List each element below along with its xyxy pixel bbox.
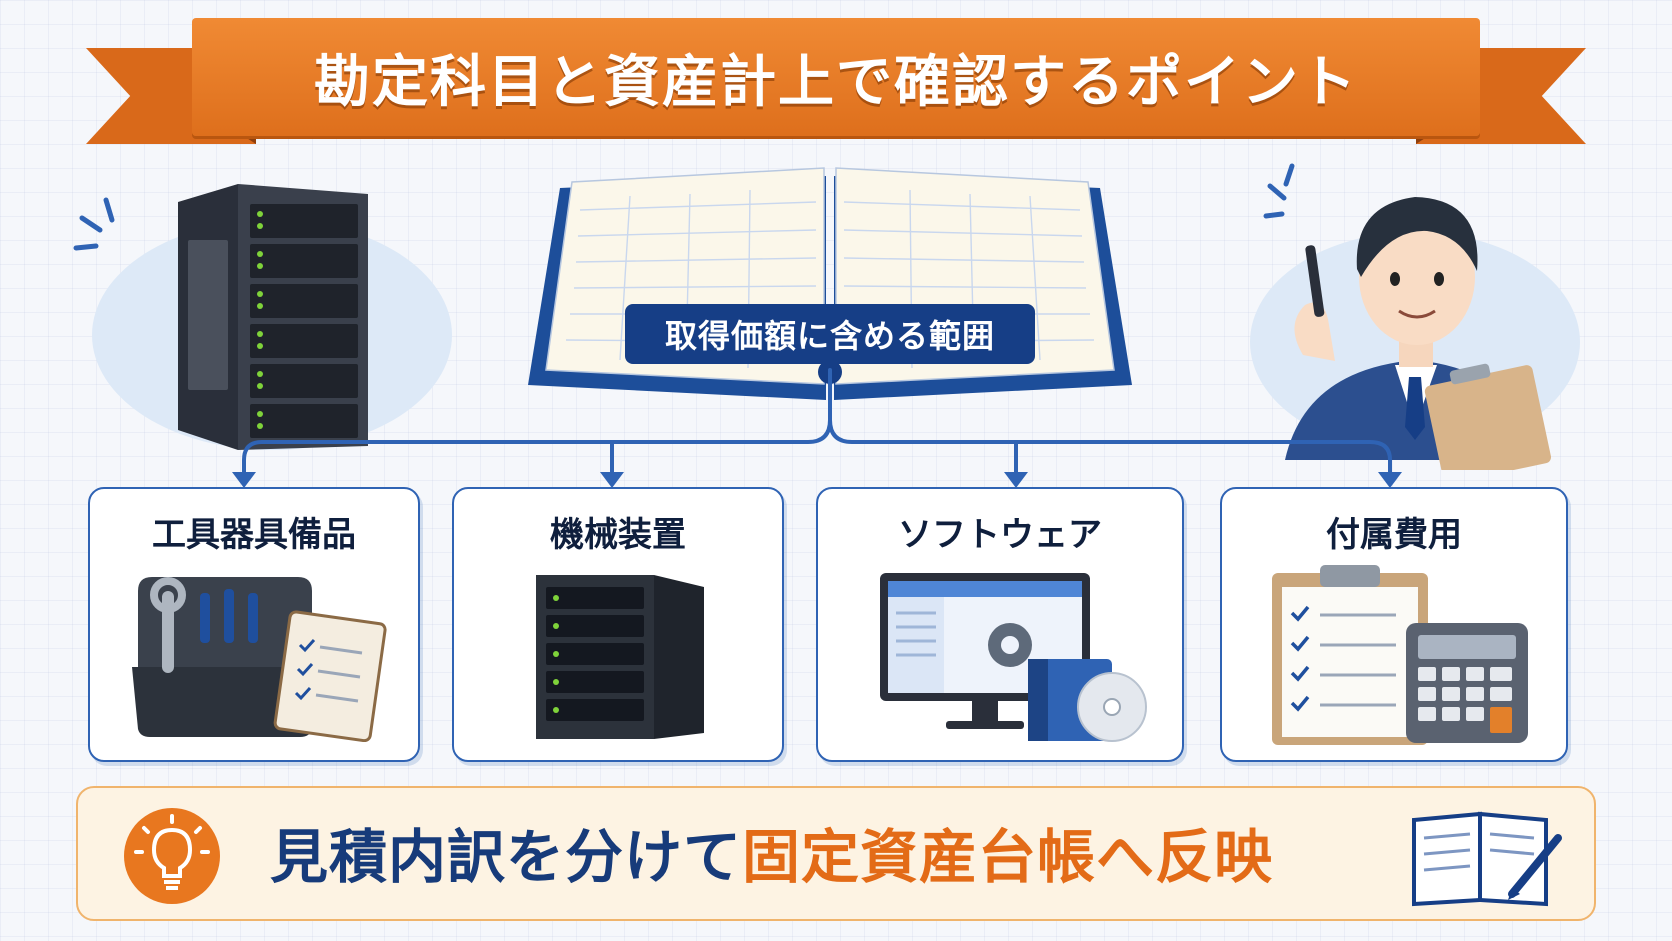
- summary-text-highlight: 固定資産台帳へ反映: [742, 823, 1274, 891]
- category-card-machinery: 機械装置: [452, 487, 784, 762]
- businessman-icon: [1285, 197, 1552, 470]
- category-card-software: ソフトウェア: [816, 487, 1184, 762]
- sparkle-lines-left-icon: [73, 197, 115, 251]
- lightbulb-icon: [124, 808, 220, 904]
- title-banner: 勘定科目と資産計上で確認するポイント: [192, 18, 1480, 136]
- category-card-incidental-costs: 付属費用: [1220, 487, 1568, 762]
- server-tower-icon: [178, 184, 368, 450]
- software-monitor-icon: [880, 573, 1147, 742]
- clipboard-calculator-icon: [1272, 565, 1528, 745]
- server-rack-icon: [536, 575, 704, 739]
- category-label: 機械装置: [550, 515, 686, 555]
- page-title: 勘定科目と資産計上で確認するポイント: [314, 49, 1358, 115]
- summary-text-main: 見積内訳を分けて: [270, 823, 743, 891]
- toolbox-icon: [132, 577, 387, 742]
- category-label: 工具器具備品: [152, 515, 356, 555]
- summary-text: 見積内訳を分けて固定資産台帳へ反映: [270, 810, 1273, 894]
- sparkle-lines-right-icon: [1263, 163, 1295, 219]
- notebook-pen-icon: [1412, 811, 1562, 907]
- scope-label: 取得価額に含める範囲: [625, 304, 1035, 364]
- category-label: ソフトウェア: [898, 515, 1102, 555]
- summary-callout: 見積内訳を分けて固定資産台帳へ反映: [76, 786, 1596, 921]
- category-card-tools: 工具器具備品: [88, 487, 420, 762]
- category-label: 付属費用: [1326, 515, 1462, 555]
